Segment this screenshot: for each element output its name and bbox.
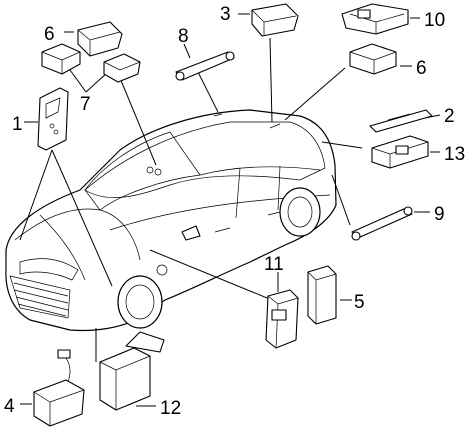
- callout-11: 11: [264, 254, 284, 275]
- callout-3: 3: [220, 4, 231, 25]
- vehicle-illustration: [5, 109, 337, 332]
- module-part-6b: [349, 43, 397, 75]
- callout-6-right: 6: [416, 58, 427, 79]
- callout-10: 10: [424, 10, 445, 31]
- callout-6-left: 6: [44, 24, 55, 45]
- module-part-4: [33, 349, 85, 427]
- leader-lines: [19, 13, 441, 407]
- callout-9: 9: [434, 204, 445, 225]
- sensor-bar-part-9: [351, 206, 413, 241]
- module-part-7a: [41, 43, 81, 75]
- callout-5: 5: [354, 292, 365, 313]
- callout-13: 13: [444, 144, 465, 165]
- callout-2: 2: [444, 106, 455, 127]
- bracket-part-10: [341, 3, 409, 35]
- callout-8: 8: [178, 26, 189, 47]
- bracket-part-13: [371, 135, 429, 169]
- sensor-bar-part-2: [369, 109, 433, 133]
- key-fob-icon: [37, 87, 69, 151]
- bracket-part-11: [265, 289, 299, 349]
- module-part-5: [307, 265, 337, 325]
- callout-4: 4: [4, 396, 15, 417]
- sensor-bar-part-8: [175, 51, 235, 81]
- module-part-3: [251, 3, 299, 37]
- callout-12: 12: [160, 398, 181, 419]
- module-part-6a: [77, 21, 123, 57]
- callout-labels: 1 2 3 4 5 6 6 7 8 9 10 11 12 13: [4, 4, 465, 419]
- callout-7: 7: [80, 94, 91, 115]
- module-part-7b: [103, 53, 141, 83]
- module-part-12: [99, 331, 165, 411]
- callout-1: 1: [12, 114, 23, 135]
